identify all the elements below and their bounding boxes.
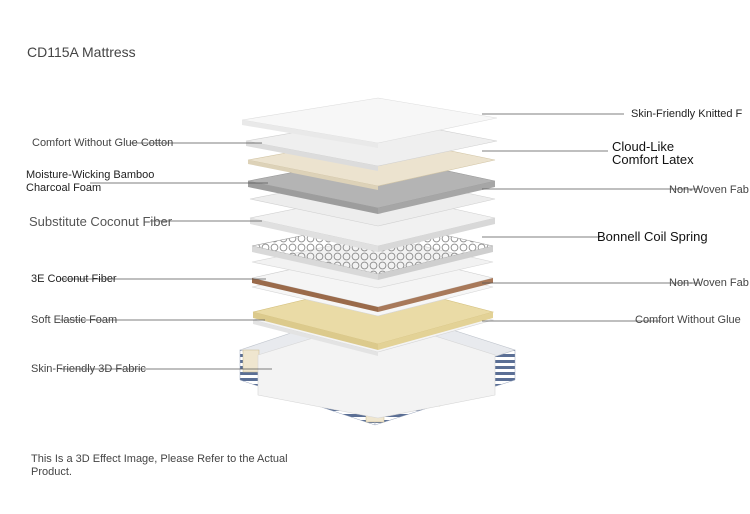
- disclaimer-note: This Is a 3D Effect Image, Please Refer …: [31, 453, 288, 478]
- label-bamboo-charcoal-foam-line1: Moisture-Wicking Bamboo: [26, 169, 155, 181]
- label-3e-coconut-fiber: 3E Coconut Fiber: [31, 273, 117, 285]
- label-soft-elastic-foam: Soft Elastic Foam: [31, 314, 118, 326]
- label-non-woven-fabric-2: Non-Woven Fab: [669, 277, 749, 289]
- label-comfort-without-glue: Comfort Without Glue: [635, 314, 741, 326]
- label-skin-friendly-knitted-fabric: Skin-Friendly Knitted F: [631, 108, 743, 120]
- label-non-woven-fabric-1: Non-Woven Fab: [669, 184, 749, 196]
- right-leader-lines: [482, 113, 700, 322]
- label-bonnell-coil-spring: Bonnell Coil Spring: [597, 229, 708, 244]
- label-cloud-like-line1: Cloud-Like: [612, 139, 675, 154]
- label-skin-friendly-3d-fabric: Skin-Friendly 3D Fabric: [31, 363, 146, 375]
- label-bamboo-charcoal-foam-line2: Charcoal Foam: [26, 182, 102, 194]
- left-leader-lines: [60, 142, 272, 370]
- page-title: CD115A Mattress: [27, 44, 136, 60]
- label-cloud-like-line2: Comfort Latex: [612, 152, 694, 167]
- label-comfort-without-glue-cotton: Comfort Without Glue Cotton: [32, 137, 174, 149]
- layer-stack: [241, 97, 498, 356]
- label-substitute-coconut-fiber: Substitute Coconut Fiber: [29, 214, 173, 229]
